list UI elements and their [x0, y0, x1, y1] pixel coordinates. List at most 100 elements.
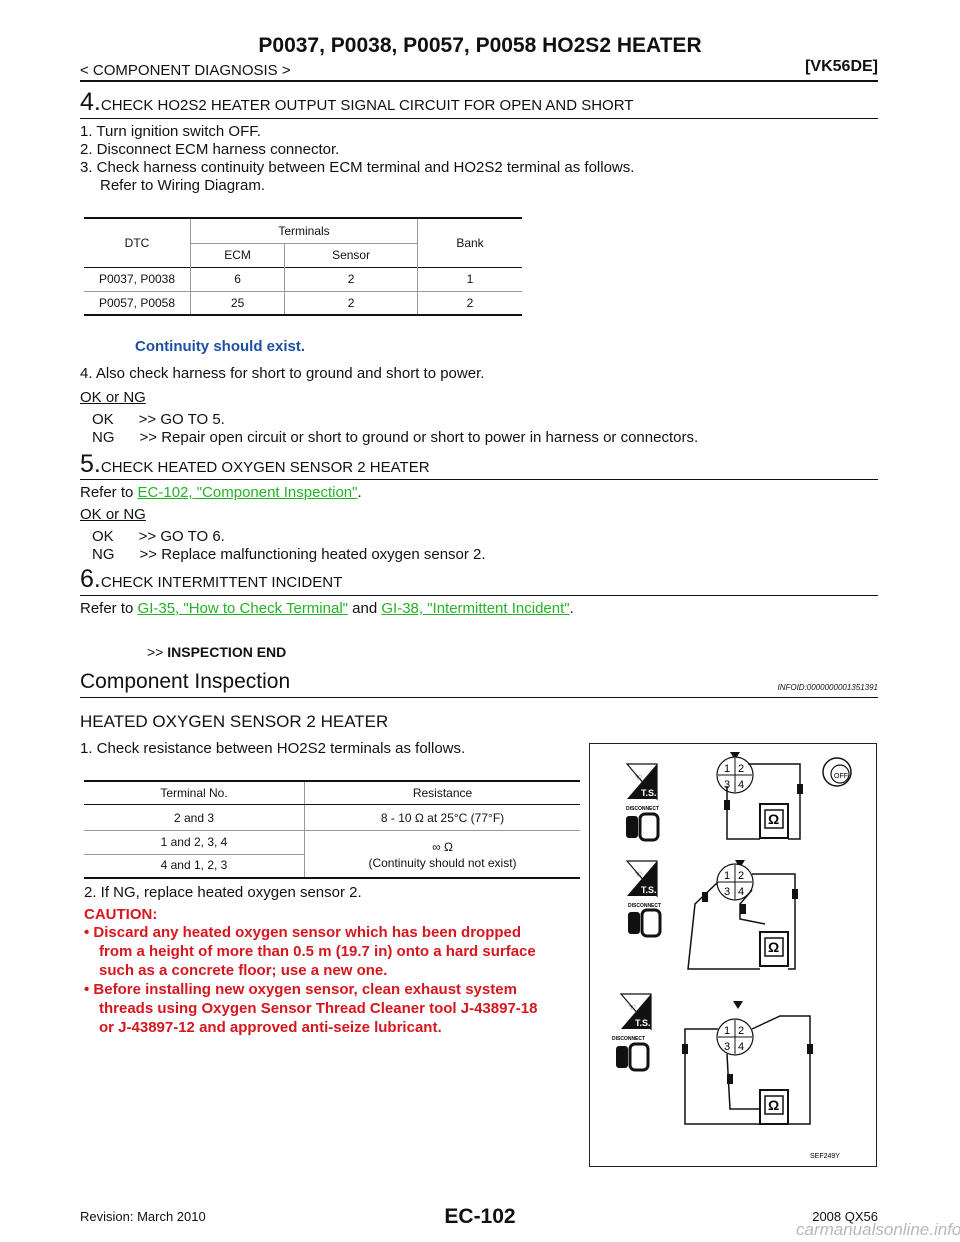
svg-text:☜: ☜	[634, 772, 642, 782]
disconnect-label: DISCONNECT	[612, 1036, 645, 1042]
refer-suffix: .	[357, 484, 362, 501]
ts-icon: ☜ T.S.	[625, 763, 658, 801]
step4-ok: OK >> GO TO 5.	[92, 411, 225, 428]
table-row: P0057, P0058 25 2 2	[84, 291, 522, 315]
table2-row2-rule	[84, 854, 304, 855]
table2-divider-body	[304, 805, 305, 878]
sensor-connector: 1 2 3 4	[716, 1001, 754, 1056]
pin-2: 2	[738, 763, 744, 775]
cell-ecm: 25	[190, 291, 286, 315]
pin-3: 3	[724, 886, 730, 898]
step5-ng: NG >> Replace malfunctioning heated oxyg…	[92, 546, 486, 563]
ohm-symbol: Ω	[768, 811, 779, 827]
end-label: INSPECTION END	[167, 644, 287, 660]
step6-rule	[80, 595, 878, 596]
cell-ecm: 6	[190, 267, 286, 291]
row1-resistance: 8 - 10 Ω at 25°C (77°F)	[380, 811, 505, 825]
pin-3: 3	[724, 1041, 730, 1053]
ts-label: T.S.	[641, 885, 657, 895]
cell-bank: 2	[466, 296, 474, 311]
step5-number: 5.	[80, 450, 101, 478]
row3-terminal: 4 and 1, 2, 3	[160, 858, 228, 872]
ts-label: T.S.	[635, 1018, 651, 1028]
caution-1-line-1: • Discard any heated oxygen sensor which…	[84, 924, 522, 941]
step4-number: 4.	[80, 88, 101, 116]
disconnect-label: DISCONNECT	[628, 903, 661, 909]
ohmmeter: Ω	[759, 1089, 789, 1125]
pin-1: 1	[724, 870, 730, 882]
sensor-connector: 1 2 3 4	[716, 752, 754, 794]
pin-3: 3	[724, 779, 730, 791]
ohmmeter: Ω	[759, 931, 789, 967]
table1-top-rule	[84, 217, 522, 219]
svg-text:☜: ☜	[628, 1002, 636, 1012]
pin-2: 2	[738, 1025, 744, 1037]
col-terminal-no: Terminal No.	[160, 786, 228, 800]
cell-dtc: P0037, P0038	[84, 267, 191, 291]
figure-code: SEF249Y	[810, 1153, 840, 1160]
intermittent-incident-link[interactable]: GI-38, "Intermittent Incident"	[381, 600, 570, 617]
col-ecm: ECM	[190, 243, 286, 267]
connector-icon	[626, 812, 660, 842]
cell-bank: 1	[466, 272, 474, 286]
row2-terminal: 1 and 2, 3, 4	[160, 835, 228, 849]
connector-icon	[628, 908, 662, 938]
how-to-check-terminal-link[interactable]: GI-35, "How to Check Terminal"	[137, 600, 348, 617]
end-prefix: >>	[147, 644, 168, 660]
caution-label: CAUTION:	[84, 906, 158, 923]
inspection-end: >> INSPECTION END	[147, 644, 286, 660]
connector-icon	[616, 1042, 650, 1072]
ignition-off-icon: OFF	[822, 757, 852, 787]
component-inspection-link[interactable]: EC-102, "Component Inspection"	[137, 484, 358, 501]
header-rule	[80, 80, 878, 82]
ohm-symbol: Ω	[768, 1097, 779, 1113]
col-terminals: Terminals	[190, 219, 418, 244]
pin-1: 1	[724, 1025, 730, 1037]
component-subtitle: HEATED OXYGEN SENSOR 2 HEATER	[80, 712, 389, 731]
col-sensor: Sensor	[284, 243, 418, 267]
table1-bottom-rule	[84, 314, 522, 316]
row1-terminal: 2 and 3	[173, 811, 215, 825]
cell-sensor: 2	[284, 291, 418, 315]
wiring-illustration: ☜ T.S. DISCONNECT OFF 1 2 3 4 Ω	[612, 752, 852, 1160]
model-year-label: 2008 QX56	[812, 1209, 878, 1224]
step4-item-1: 1. Turn ignition switch OFF.	[80, 123, 261, 140]
ts-icon: ☜ T.S.	[625, 860, 658, 898]
pin-1: 1	[724, 763, 730, 775]
section-label: < COMPONENT DIAGNOSIS >	[80, 62, 291, 79]
inspection-figure: ☜ T.S. DISCONNECT OFF 1 2 3 4 Ω	[589, 743, 877, 1167]
ohmmeter: Ω	[759, 803, 789, 839]
step6-refer: Refer to GI-35, "How to Check Terminal" …	[80, 599, 574, 618]
component-item-2: 2. If NG, replace heated oxygen sensor 2…	[84, 884, 362, 901]
step5-title: CHECK HEATED OXYGEN SENSOR 2 HEATER	[100, 459, 430, 476]
step4-item-3: 3. Check harness continuity between ECM …	[80, 159, 635, 176]
row23-resistance-note: (Continuity should not exist)	[368, 856, 517, 870]
off-label: OFF	[834, 773, 848, 780]
pin-4: 4	[738, 779, 744, 791]
svg-text:☜: ☜	[634, 869, 642, 879]
refer-and: and	[347, 600, 382, 617]
table2-bottom-rule	[84, 877, 580, 879]
step5-refer: Refer to EC-102, "Component Inspection".	[80, 483, 362, 502]
info-id: INFOID:0000000001351391	[777, 683, 878, 692]
revision-label: Revision: March 2010	[80, 1209, 206, 1224]
step5-ok: OK >> GO TO 6.	[92, 528, 225, 545]
step4-refer: Refer to Wiring Diagram.	[100, 177, 266, 194]
table-row: P0037, P0038 6 2 1	[84, 267, 522, 291]
ohm-symbol: Ω	[768, 939, 779, 955]
pin-4: 4	[738, 1041, 744, 1053]
step4-item-2: 2. Disconnect ECM harness connector.	[80, 141, 340, 158]
page-code: EC-102	[444, 1205, 516, 1228]
pin-2: 2	[738, 870, 744, 882]
caution-1-line-3: such as a concrete floor; use a new one.	[99, 962, 388, 979]
step4-title: CHECK HO2S2 HEATER OUTPUT SIGNAL CIRCUIT…	[100, 97, 634, 114]
caution-2-line-3: or J-43897-12 and approved anti-seize lu…	[99, 1019, 442, 1036]
step5-okng: OK or NG	[80, 506, 146, 523]
cell-dtc: P0057, P0058	[84, 291, 191, 315]
step4-ng: NG >> Repair open circuit or short to gr…	[92, 429, 699, 446]
refer-prefix: Refer to	[80, 484, 138, 501]
table2-head-rule	[84, 804, 580, 805]
component-rule	[80, 697, 878, 698]
caution-2-line-2: threads using Oxygen Sensor Thread Clean…	[99, 1000, 538, 1017]
watermark: carmanualsonline.info	[796, 1220, 960, 1239]
